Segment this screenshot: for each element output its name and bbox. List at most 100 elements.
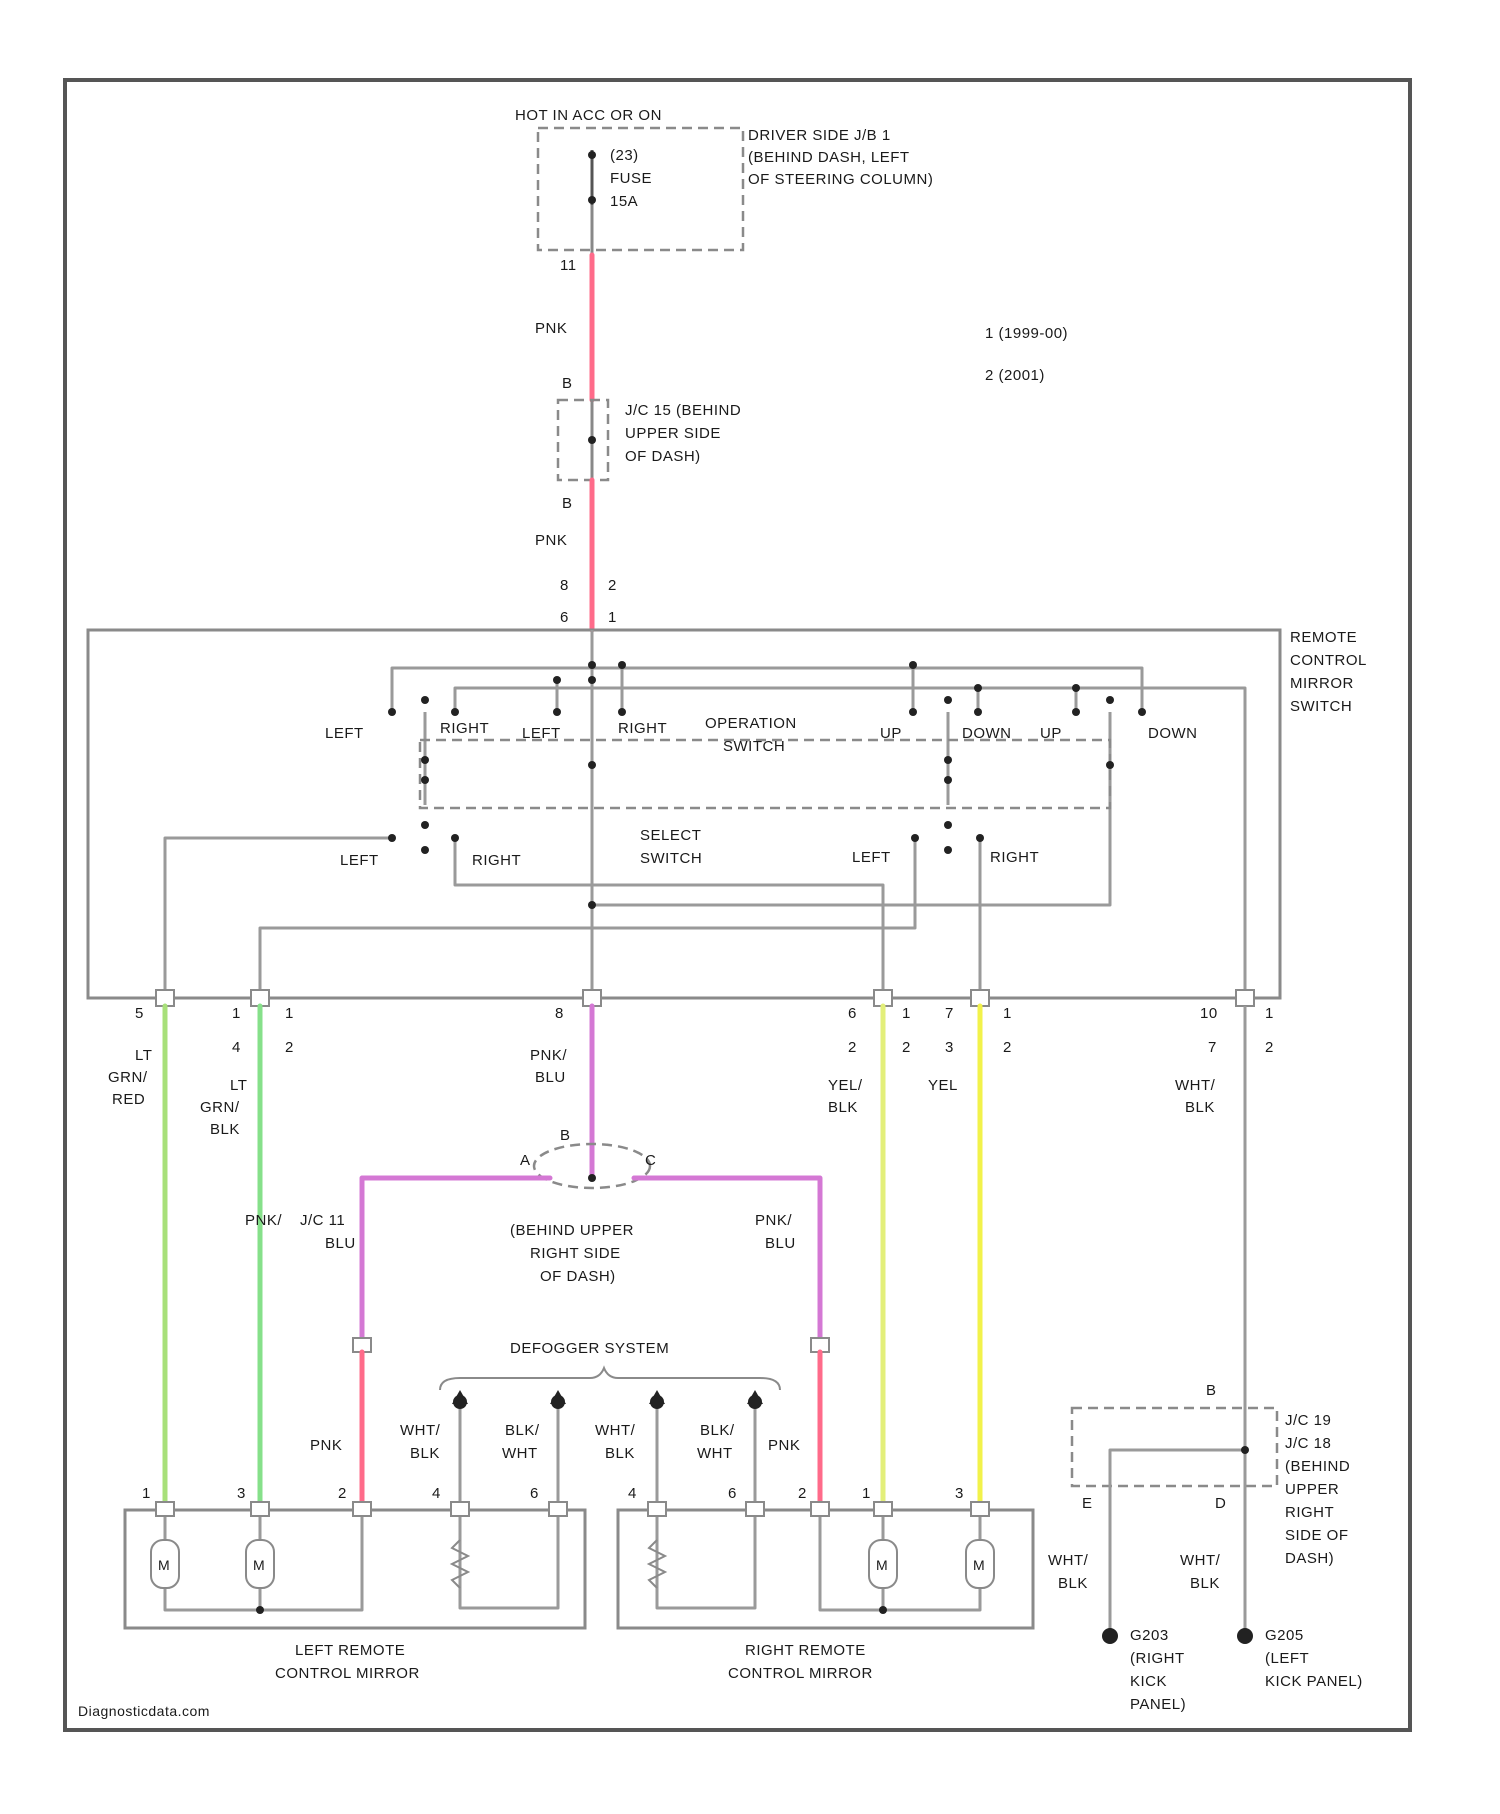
- svg-text:1: 1: [1265, 1005, 1274, 1022]
- svg-text:RIGHT SIDE: RIGHT SIDE: [530, 1245, 621, 1262]
- svg-text:4: 4: [232, 1039, 241, 1056]
- svg-text:2: 2: [902, 1039, 911, 1056]
- jc19-internal: [1110, 1410, 1249, 1486]
- ground-g203-label: G203 (RIGHT KICK PANEL): [1130, 1627, 1186, 1713]
- switch-internal-wiring: [165, 630, 1245, 998]
- defogger-system-label: DEFOGGER SYSTEM: [510, 1340, 669, 1357]
- svg-text:DOWN: DOWN: [962, 725, 1012, 742]
- label-lt-grn-red: LT GRN/ RED: [108, 1047, 152, 1108]
- svg-text:C: C: [645, 1152, 656, 1169]
- svg-text:1: 1: [608, 609, 617, 626]
- svg-text:(BEHIND DASH, LEFT: (BEHIND DASH, LEFT: [748, 149, 910, 166]
- svg-text:RIGHT: RIGHT: [990, 849, 1039, 866]
- label-pnk-right-mirror: PNK: [768, 1437, 800, 1454]
- jc19-pin-top: B: [1206, 1382, 1217, 1399]
- svg-text:BLK: BLK: [605, 1445, 635, 1462]
- switch-contacts: [388, 661, 1146, 909]
- right-mirror-motor-2: M: [966, 1540, 994, 1588]
- svg-text:FUSE: FUSE: [610, 170, 652, 187]
- svg-text:WHT/: WHT/: [400, 1422, 441, 1439]
- svg-text:1: 1: [232, 1005, 241, 1022]
- svg-text:6: 6: [848, 1005, 857, 1022]
- svg-text:SIDE OF: SIDE OF: [1285, 1527, 1349, 1544]
- defogger-arrows: [452, 1390, 763, 1409]
- svg-text:2: 2: [798, 1485, 807, 1502]
- label-wht-blk-top: WHT/ BLK: [1175, 1077, 1216, 1116]
- svg-text:1: 1: [1003, 1005, 1012, 1022]
- svg-text:DASH): DASH): [1285, 1550, 1334, 1567]
- svg-text:3: 3: [237, 1485, 246, 1502]
- svg-text:6: 6: [530, 1485, 539, 1502]
- left-mirror-motor-2: M: [246, 1540, 274, 1588]
- svg-text:BLU: BLU: [325, 1235, 356, 1252]
- svg-text:LT: LT: [135, 1047, 152, 1064]
- wire-label-pnk-1: PNK: [535, 320, 567, 337]
- label-yel: YEL: [928, 1077, 958, 1094]
- svg-text:PNK/: PNK/: [755, 1212, 792, 1229]
- svg-text:J/C 19: J/C 19: [1285, 1412, 1331, 1429]
- svg-text:B: B: [560, 1127, 571, 1144]
- svg-text:PANEL): PANEL): [1130, 1696, 1186, 1713]
- label-yel-blk: YEL/ BLK: [828, 1077, 863, 1116]
- svg-text:OPERATION: OPERATION: [705, 715, 797, 732]
- label-pnk-blu-right: PNK/ BLU: [755, 1212, 796, 1252]
- left-mirror-pins: 1 3 2 4 6: [142, 1485, 539, 1502]
- left-mirror-label: LEFT REMOTE CONTROL MIRROR: [275, 1642, 420, 1682]
- wire-label-pnk-2: PNK: [535, 532, 567, 549]
- label-wht-blk-g203: WHT/ BLK: [1048, 1552, 1089, 1592]
- label-pnk-left-mirror: PNK: [310, 1437, 342, 1454]
- svg-text:RIGHT: RIGHT: [472, 852, 521, 869]
- svg-text:BLK: BLK: [1190, 1575, 1220, 1592]
- svg-text:M: M: [158, 1557, 170, 1573]
- svg-text:(LEFT: (LEFT: [1265, 1650, 1309, 1667]
- svg-text:WHT: WHT: [697, 1445, 733, 1462]
- fuse: (23) FUSE 15A: [588, 147, 652, 210]
- pin-yel-blk: 6 2 1 2: [848, 1005, 911, 1056]
- svg-text:8: 8: [560, 577, 569, 594]
- svg-text:SWITCH: SWITCH: [723, 738, 785, 755]
- right-mirror-pins: 4 6 2 1 3: [628, 1485, 964, 1502]
- svg-text:1: 1: [862, 1485, 871, 1502]
- ground-icon-g203: [1102, 1628, 1118, 1644]
- svg-text:UPPER SIDE: UPPER SIDE: [625, 425, 721, 442]
- svg-text:WHT/: WHT/: [1048, 1552, 1089, 1569]
- svg-text:DOWN: DOWN: [1148, 725, 1198, 742]
- svg-text:2: 2: [1265, 1039, 1274, 1056]
- year-legend: 1 (1999-00) 2 (2001): [985, 325, 1068, 384]
- svg-text:G205: G205: [1265, 1627, 1304, 1644]
- switch-block-label: REMOTE CONTROL MIRROR SWITCH: [1290, 629, 1367, 715]
- fuse-box-label: DRIVER SIDE J/B 1 (BEHIND DASH, LEFT OF …: [748, 127, 933, 188]
- svg-text:(RIGHT: (RIGHT: [1130, 1650, 1185, 1667]
- svg-text:RIGHT: RIGHT: [440, 720, 489, 737]
- svg-text:1 (1999-00): 1 (1999-00): [985, 325, 1068, 342]
- switch-input-pins: 8 2 6 1: [560, 577, 617, 626]
- svg-text:RED: RED: [112, 1091, 145, 1108]
- svg-text:2: 2: [1003, 1039, 1012, 1056]
- wire-pnk-blu-right: [634, 1178, 820, 1340]
- svg-text:WHT/: WHT/: [595, 1422, 636, 1439]
- jc11-pins: A B C: [520, 1127, 656, 1169]
- svg-text:UPPER: UPPER: [1285, 1481, 1339, 1498]
- svg-text:LEFT: LEFT: [852, 849, 891, 866]
- svg-text:KICK: KICK: [1130, 1673, 1167, 1690]
- svg-text:OF DASH): OF DASH): [540, 1268, 616, 1285]
- right-mirror-internal: [657, 1508, 980, 1614]
- label-defog-blk-wht-left: BLK/ WHT: [502, 1422, 540, 1462]
- svg-text:LT: LT: [230, 1077, 247, 1094]
- svg-text:6: 6: [728, 1485, 737, 1502]
- pin-wht-blk: 10 7 1 2: [1200, 1005, 1274, 1056]
- svg-text:M: M: [876, 1557, 888, 1573]
- power-source-label: HOT IN ACC OR ON: [515, 107, 662, 124]
- select-switch-title: SELECT SWITCH: [640, 827, 702, 867]
- jc15-label: J/C 15 (BEHIND UPPER SIDE OF DASH): [625, 402, 741, 465]
- svg-text:1: 1: [142, 1485, 151, 1502]
- fuse-box-outline: [538, 128, 743, 250]
- svg-text:BLK: BLK: [1185, 1099, 1215, 1116]
- ground-g205-label: G205 (LEFT KICK PANEL): [1265, 1627, 1363, 1690]
- svg-text:10: 10: [1200, 1005, 1218, 1022]
- svg-text:7: 7: [945, 1005, 954, 1022]
- pin-lt-grn-red: 5: [135, 1005, 144, 1022]
- svg-text:7: 7: [1208, 1039, 1217, 1056]
- svg-text:J/C 15 (BEHIND: J/C 15 (BEHIND: [625, 402, 741, 419]
